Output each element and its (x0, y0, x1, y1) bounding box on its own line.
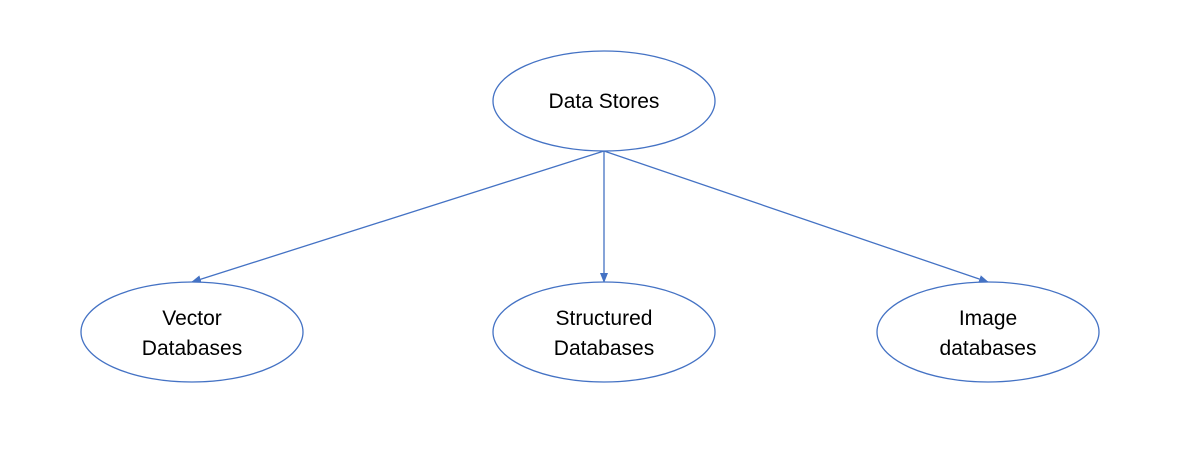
node-vector-databases: Vector Databases (80, 281, 304, 383)
edge-root-to-vector (191, 150, 605, 284)
node-data-stores-label: Data Stores (549, 90, 660, 113)
node-structured-databases: Structured Databases (492, 281, 716, 383)
node-image-databases-shape (876, 281, 1100, 383)
node-image-databases-label-line1: Image (959, 307, 1017, 330)
node-structured-databases-label-line1: Structured (556, 307, 653, 330)
node-image-databases: Image databases (876, 281, 1100, 383)
node-vector-databases-shape (80, 281, 304, 383)
node-structured-databases-shape (492, 281, 716, 383)
edge-root-to-image (603, 150, 989, 283)
node-vector-databases-label-line1: Vector (162, 307, 222, 330)
node-vector-databases-label-line2: Databases (142, 337, 242, 360)
node-image-databases-label-line2: databases (940, 337, 1037, 360)
node-data-stores: Data Stores (492, 50, 716, 152)
node-structured-databases-label-line2: Databases (554, 337, 654, 360)
node-data-stores-shape (492, 50, 716, 152)
